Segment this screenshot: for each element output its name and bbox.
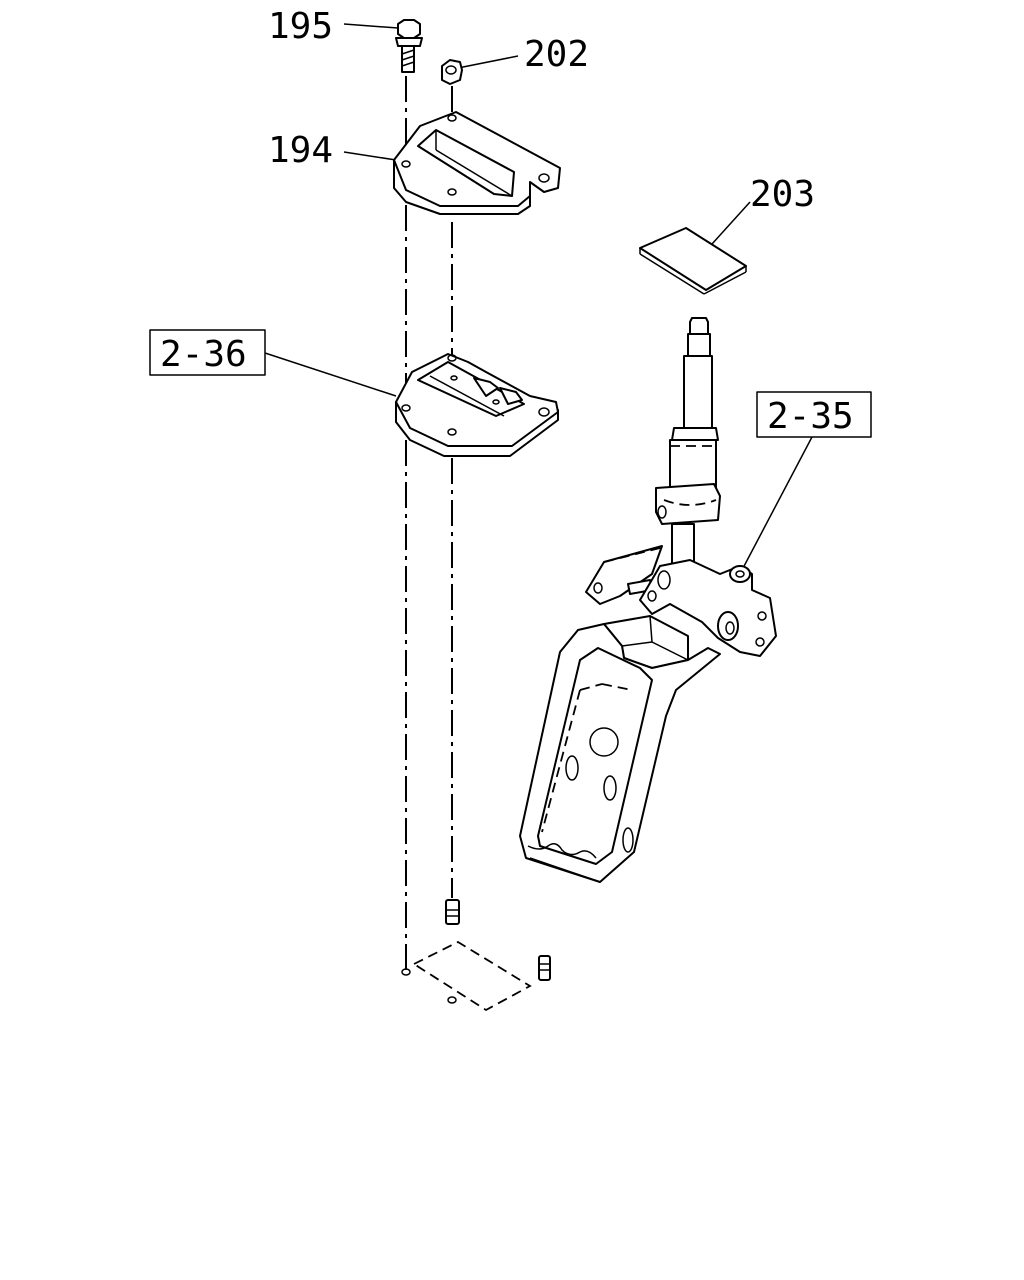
assembly-center-lines bbox=[405, 76, 453, 970]
label-sheet-203[interactable] bbox=[639, 227, 747, 295]
callout-195[interactable]: 195 bbox=[268, 6, 399, 47]
pin-dowel-lower[interactable] bbox=[538, 955, 551, 981]
reference-label-2-35: 2-35 bbox=[767, 396, 854, 437]
callout-194[interactable]: 194 bbox=[268, 130, 397, 171]
reference-2-35[interactable]: 2-35 bbox=[741, 391, 872, 571]
callout-label-195: 195 bbox=[268, 6, 333, 47]
bolt-195[interactable] bbox=[395, 19, 423, 73]
lower-plate-assembly-2-36[interactable] bbox=[395, 353, 559, 457]
leader-line-202 bbox=[457, 55, 519, 69]
leader-line-2-35 bbox=[741, 436, 813, 571]
reference-label-2-36: 2-36 bbox=[160, 334, 247, 375]
reference-box-2-35 bbox=[756, 391, 872, 438]
callout-label-203: 203 bbox=[750, 174, 815, 215]
callout-label-194: 194 bbox=[268, 130, 333, 171]
leader-line-2-36 bbox=[264, 352, 397, 397]
gasket-plate[interactable] bbox=[401, 940, 532, 1012]
leader-line-203 bbox=[711, 201, 751, 245]
shift-lever-assembly-2-35[interactable] bbox=[519, 317, 777, 883]
pin-dowel-upper[interactable] bbox=[445, 899, 460, 925]
callout-202[interactable]: 202 bbox=[457, 34, 589, 75]
leader-line-194 bbox=[343, 151, 397, 161]
reference-box-2-36 bbox=[149, 329, 266, 376]
upper-plate-194[interactable] bbox=[393, 111, 561, 215]
leader-line-195 bbox=[343, 23, 399, 29]
callout-203[interactable]: 203 bbox=[711, 174, 815, 245]
nut-202[interactable] bbox=[441, 59, 463, 85]
callout-label-202: 202 bbox=[524, 34, 589, 75]
reference-2-36[interactable]: 2-36 bbox=[149, 329, 397, 397]
